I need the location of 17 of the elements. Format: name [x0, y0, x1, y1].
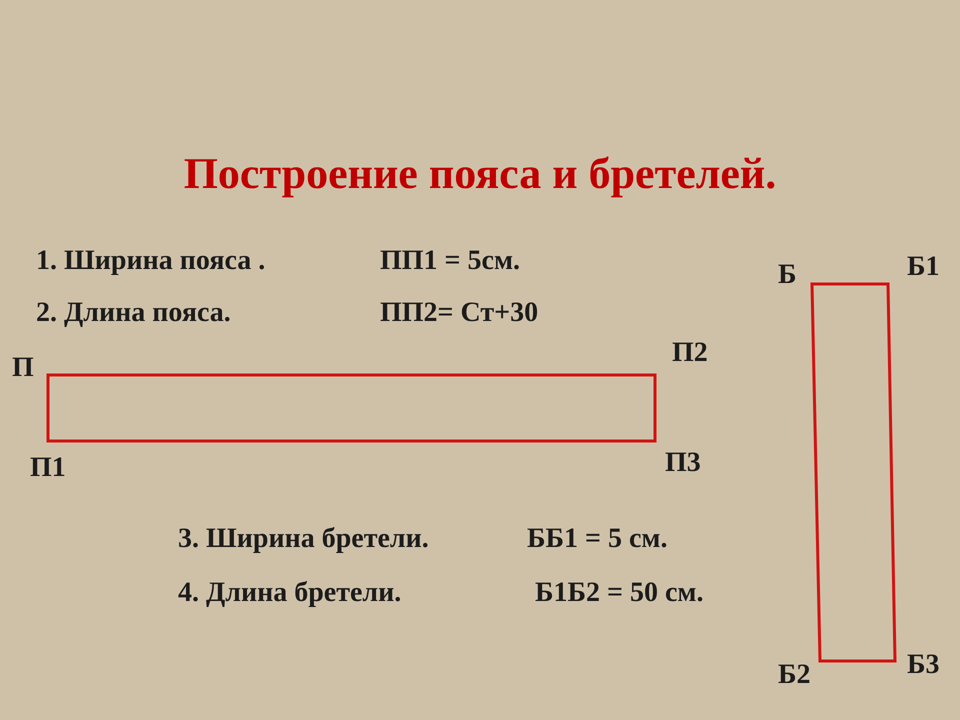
point-label: П3 — [665, 448, 701, 479]
formula-text: ПП2= Ст+30 — [380, 298, 538, 329]
instruction-text: 1. Ширина пояса . — [36, 246, 266, 277]
instruction-text: 2. Длина пояса. — [36, 298, 231, 329]
instruction-text: 4. Длина бретели. — [178, 578, 402, 609]
title: Построение пояса и бретелей. — [182, 150, 778, 198]
formula-text: Б1Б2 = 50 см. — [535, 578, 704, 609]
point-label: Б3 — [907, 650, 940, 681]
point-label: Б2 — [778, 660, 811, 691]
point-label: П1 — [30, 453, 66, 484]
instruction-text: 3. Ширина бретели. — [178, 524, 429, 555]
formula-text: ПП1 = 5см. — [380, 246, 520, 277]
point-label: Б — [778, 260, 797, 291]
point-label: Б1 — [907, 252, 940, 283]
point-label: П2 — [672, 338, 708, 369]
formula-text: ББ1 = 5 см. — [527, 524, 668, 555]
point-label: П — [12, 353, 34, 384]
